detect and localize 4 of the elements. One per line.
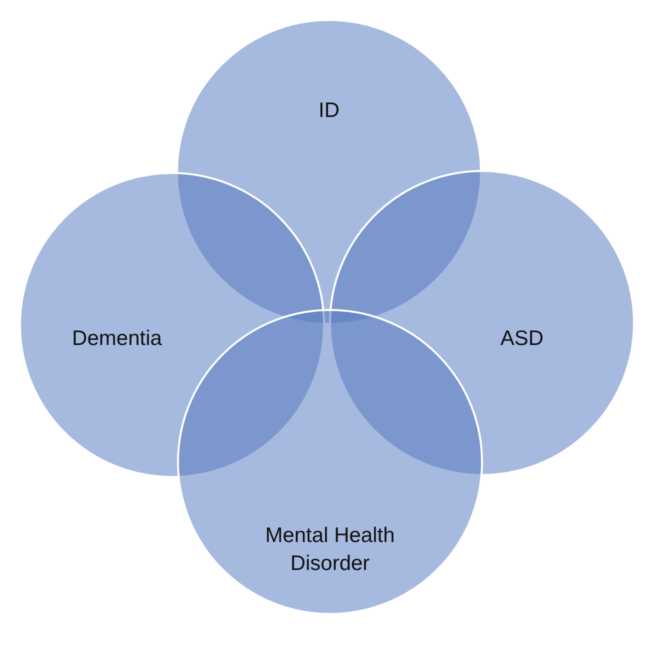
set-label: Dementia <box>71 326 163 352</box>
set-label: Mental Health Disorder <box>264 523 396 578</box>
set-label: ID <box>318 98 340 124</box>
set-label: ASD <box>499 326 545 352</box>
